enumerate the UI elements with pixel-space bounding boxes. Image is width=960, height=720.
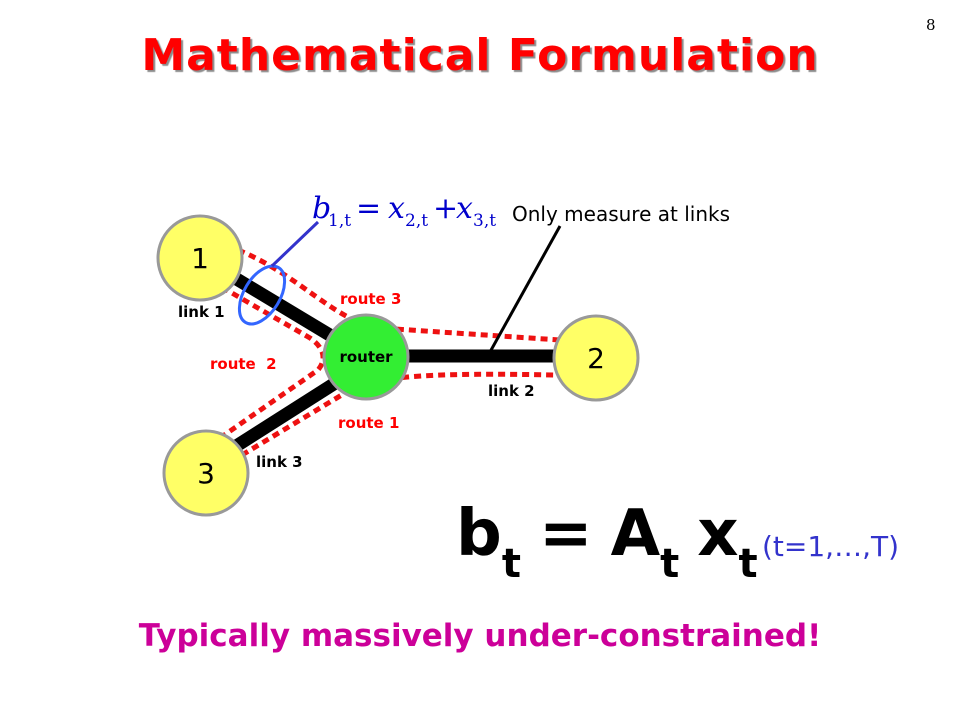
annotation-pointer bbox=[488, 225, 562, 353]
eq-x3-sub: 3,t bbox=[473, 211, 496, 231]
eq-x3-var: x bbox=[456, 191, 473, 226]
route-2-path bbox=[216, 282, 326, 441]
link-1-label: link 1 bbox=[178, 303, 225, 321]
time-range: (t=1,…,T) bbox=[762, 530, 900, 563]
router-node: router bbox=[322, 313, 410, 401]
slide-title: Mathematical Formulation bbox=[141, 30, 819, 81]
eq-lhs: b bbox=[456, 497, 502, 571]
link-2-label: link 2 bbox=[488, 382, 535, 400]
node-2: 2 bbox=[552, 314, 640, 402]
eq-x2-sub: 2,t bbox=[405, 211, 428, 231]
node-1-label: 1 bbox=[191, 242, 209, 275]
equation-pointer bbox=[270, 220, 320, 268]
node-1: 1 bbox=[156, 214, 244, 302]
link-3-line bbox=[226, 374, 344, 456]
eq-matrix: A bbox=[610, 497, 661, 571]
eq-vector-sub: t bbox=[738, 541, 758, 587]
link-1-line bbox=[221, 266, 342, 346]
eq-equals: = bbox=[356, 191, 381, 226]
eq-vector: x bbox=[697, 497, 739, 571]
conclusion-text: Typically massively under-constrained! bbox=[138, 618, 822, 654]
link-3-label: link 3 bbox=[256, 453, 303, 471]
eq-matrix-sub: t bbox=[660, 541, 680, 587]
route-1-label: route 1 bbox=[338, 414, 399, 432]
node-3-label: 3 bbox=[197, 457, 215, 490]
router-label: router bbox=[339, 348, 393, 366]
page-number: 8 bbox=[926, 16, 936, 34]
eq-lhs-sub: t bbox=[501, 541, 521, 587]
eq-b-sub: 1,t bbox=[328, 211, 351, 231]
route-3-label: route 3 bbox=[340, 290, 401, 308]
eq-b-var: b bbox=[312, 191, 331, 226]
link-1-measure-ring bbox=[237, 264, 287, 326]
node-3: 3 bbox=[162, 429, 250, 517]
route-3-path bbox=[237, 247, 561, 343]
link-equation: b 1,t = x 2,t + x 3,t bbox=[312, 191, 496, 231]
eq-x2-var: x bbox=[388, 191, 405, 226]
eq-equals-sign: = bbox=[538, 497, 593, 571]
eq-plus: + bbox=[433, 191, 458, 226]
measurement-annotation: Only measure at links bbox=[512, 202, 730, 226]
node-2-label: 2 bbox=[587, 342, 605, 375]
route-2-label: route 2 bbox=[210, 355, 277, 373]
